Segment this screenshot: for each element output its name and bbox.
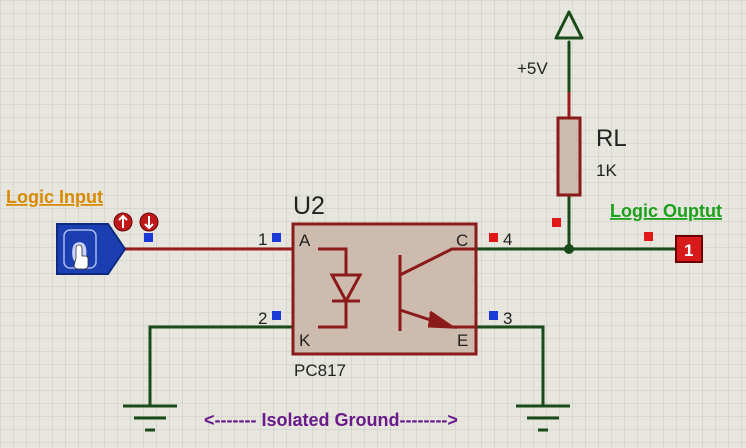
input-state-marker (144, 233, 153, 242)
ground-symbol-right (516, 404, 570, 432)
pin3-state-marker (489, 311, 498, 320)
pin2-number: 2 (258, 309, 267, 328)
optocoupler-u2[interactable] (291, 222, 478, 356)
pin3-number: 3 (503, 309, 512, 328)
logic-output-label: Logic Ouptut (610, 201, 722, 221)
pin2-state-marker (272, 311, 281, 320)
resistor-state-marker (552, 218, 561, 227)
phototransistor-icon (398, 247, 476, 331)
isolated-ground-note: <------- Isolated Ground--------> (204, 410, 458, 430)
hand-cursor-icon (73, 244, 89, 270)
wire-pin3-to-ground-right (474, 325, 545, 407)
pin-anode-letter: A (299, 231, 311, 250)
supply-label: +5V (517, 59, 548, 78)
pin1-state-marker (272, 233, 281, 242)
pin-collector-letter: C (456, 231, 468, 250)
resistor-rl[interactable] (556, 116, 582, 197)
resistor-value: 1K (596, 161, 617, 180)
logic-input-label: Logic Input (6, 187, 103, 207)
supply-arrow-icon (554, 10, 584, 40)
ground-symbol-left (123, 404, 177, 432)
component-part: PC817 (294, 361, 346, 380)
pin-cathode-letter: K (299, 331, 311, 350)
resistor-ref: RL (596, 125, 627, 152)
wire-red-overlays (125, 92, 571, 251)
pin1-number: 1 (258, 230, 267, 249)
junction-dot (564, 244, 574, 254)
led-diode-icon (318, 247, 363, 329)
pin4-state-marker (489, 233, 498, 242)
output-node-state-marker (644, 232, 653, 241)
pin-emitter-letter: E (457, 331, 468, 350)
logic-output-state: 1 (684, 241, 693, 260)
component-ref: U2 (293, 192, 325, 220)
wire-pin2-to-ground-left (148, 325, 295, 407)
pin4-number: 4 (503, 230, 512, 249)
logic-output-probe[interactable] (675, 235, 703, 263)
